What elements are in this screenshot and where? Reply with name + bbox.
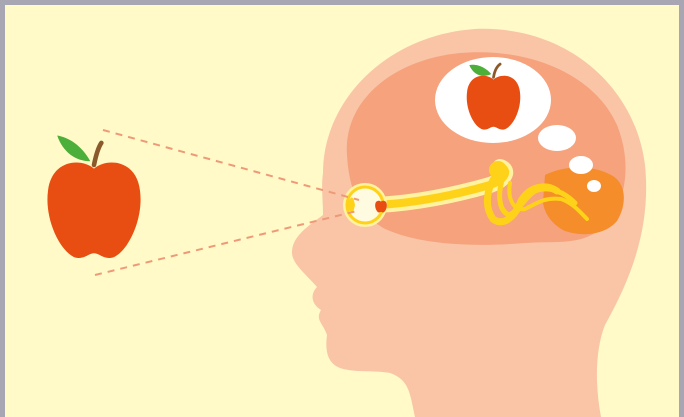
apple-leaf <box>57 136 90 162</box>
sight-line-top <box>103 130 359 200</box>
eye-icon <box>343 183 387 227</box>
apple-stem <box>94 143 101 165</box>
apple-body <box>467 76 521 130</box>
thought-bubble-tiny <box>587 180 601 192</box>
thought-bubble-small <box>569 156 593 174</box>
thought-bubble-medium <box>538 125 576 151</box>
apple-icon <box>47 136 140 258</box>
vision-process-illustration <box>5 5 679 417</box>
nerve-node <box>489 161 507 179</box>
visual-cortex <box>543 168 624 235</box>
apple-body <box>47 162 140 257</box>
apple-icon-retina <box>375 201 387 213</box>
